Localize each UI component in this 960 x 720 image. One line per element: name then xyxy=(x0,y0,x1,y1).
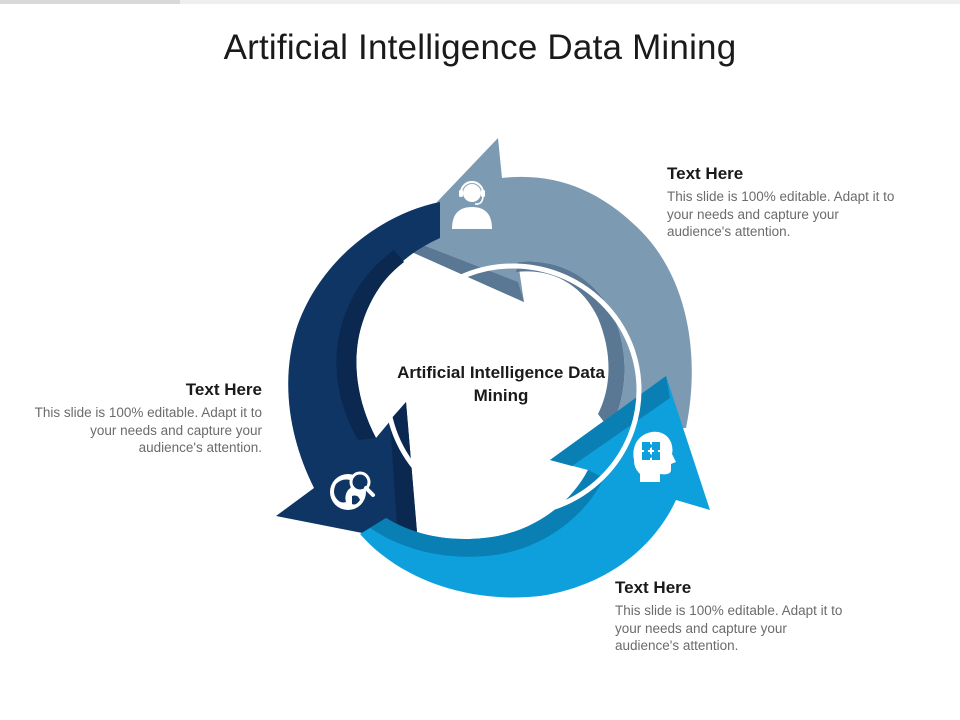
text-block-heading: Text Here xyxy=(615,578,692,597)
slide-title: Artificial Intelligence Data Mining xyxy=(223,28,737,67)
text-block-bottom-right: Text Here This slide is 100% editable. A… xyxy=(615,578,845,655)
text-block-left: Text Here This slide is 100% editable. A… xyxy=(32,380,262,457)
text-block-body: This slide is 100% editable. Adapt it to… xyxy=(34,405,262,455)
customer-support-headset-icon xyxy=(452,180,492,229)
head-puzzle-icon xyxy=(633,431,676,482)
text-block-top-right: Text Here This slide is 100% editable. A… xyxy=(667,164,897,241)
text-block-heading: Text Here xyxy=(667,164,744,183)
globe-search-icon xyxy=(330,471,375,510)
text-block-heading: Text Here xyxy=(185,380,262,399)
top-rule xyxy=(0,0,960,4)
inner-ring xyxy=(384,263,642,517)
text-block-body: This slide is 100% editable. Adapt it to… xyxy=(667,189,895,239)
text-block-body: This slide is 100% editable. Adapt it to… xyxy=(615,603,843,653)
center-label: Artificial Intelligence Data Mining xyxy=(397,363,605,405)
top-rule-accent xyxy=(0,0,180,4)
